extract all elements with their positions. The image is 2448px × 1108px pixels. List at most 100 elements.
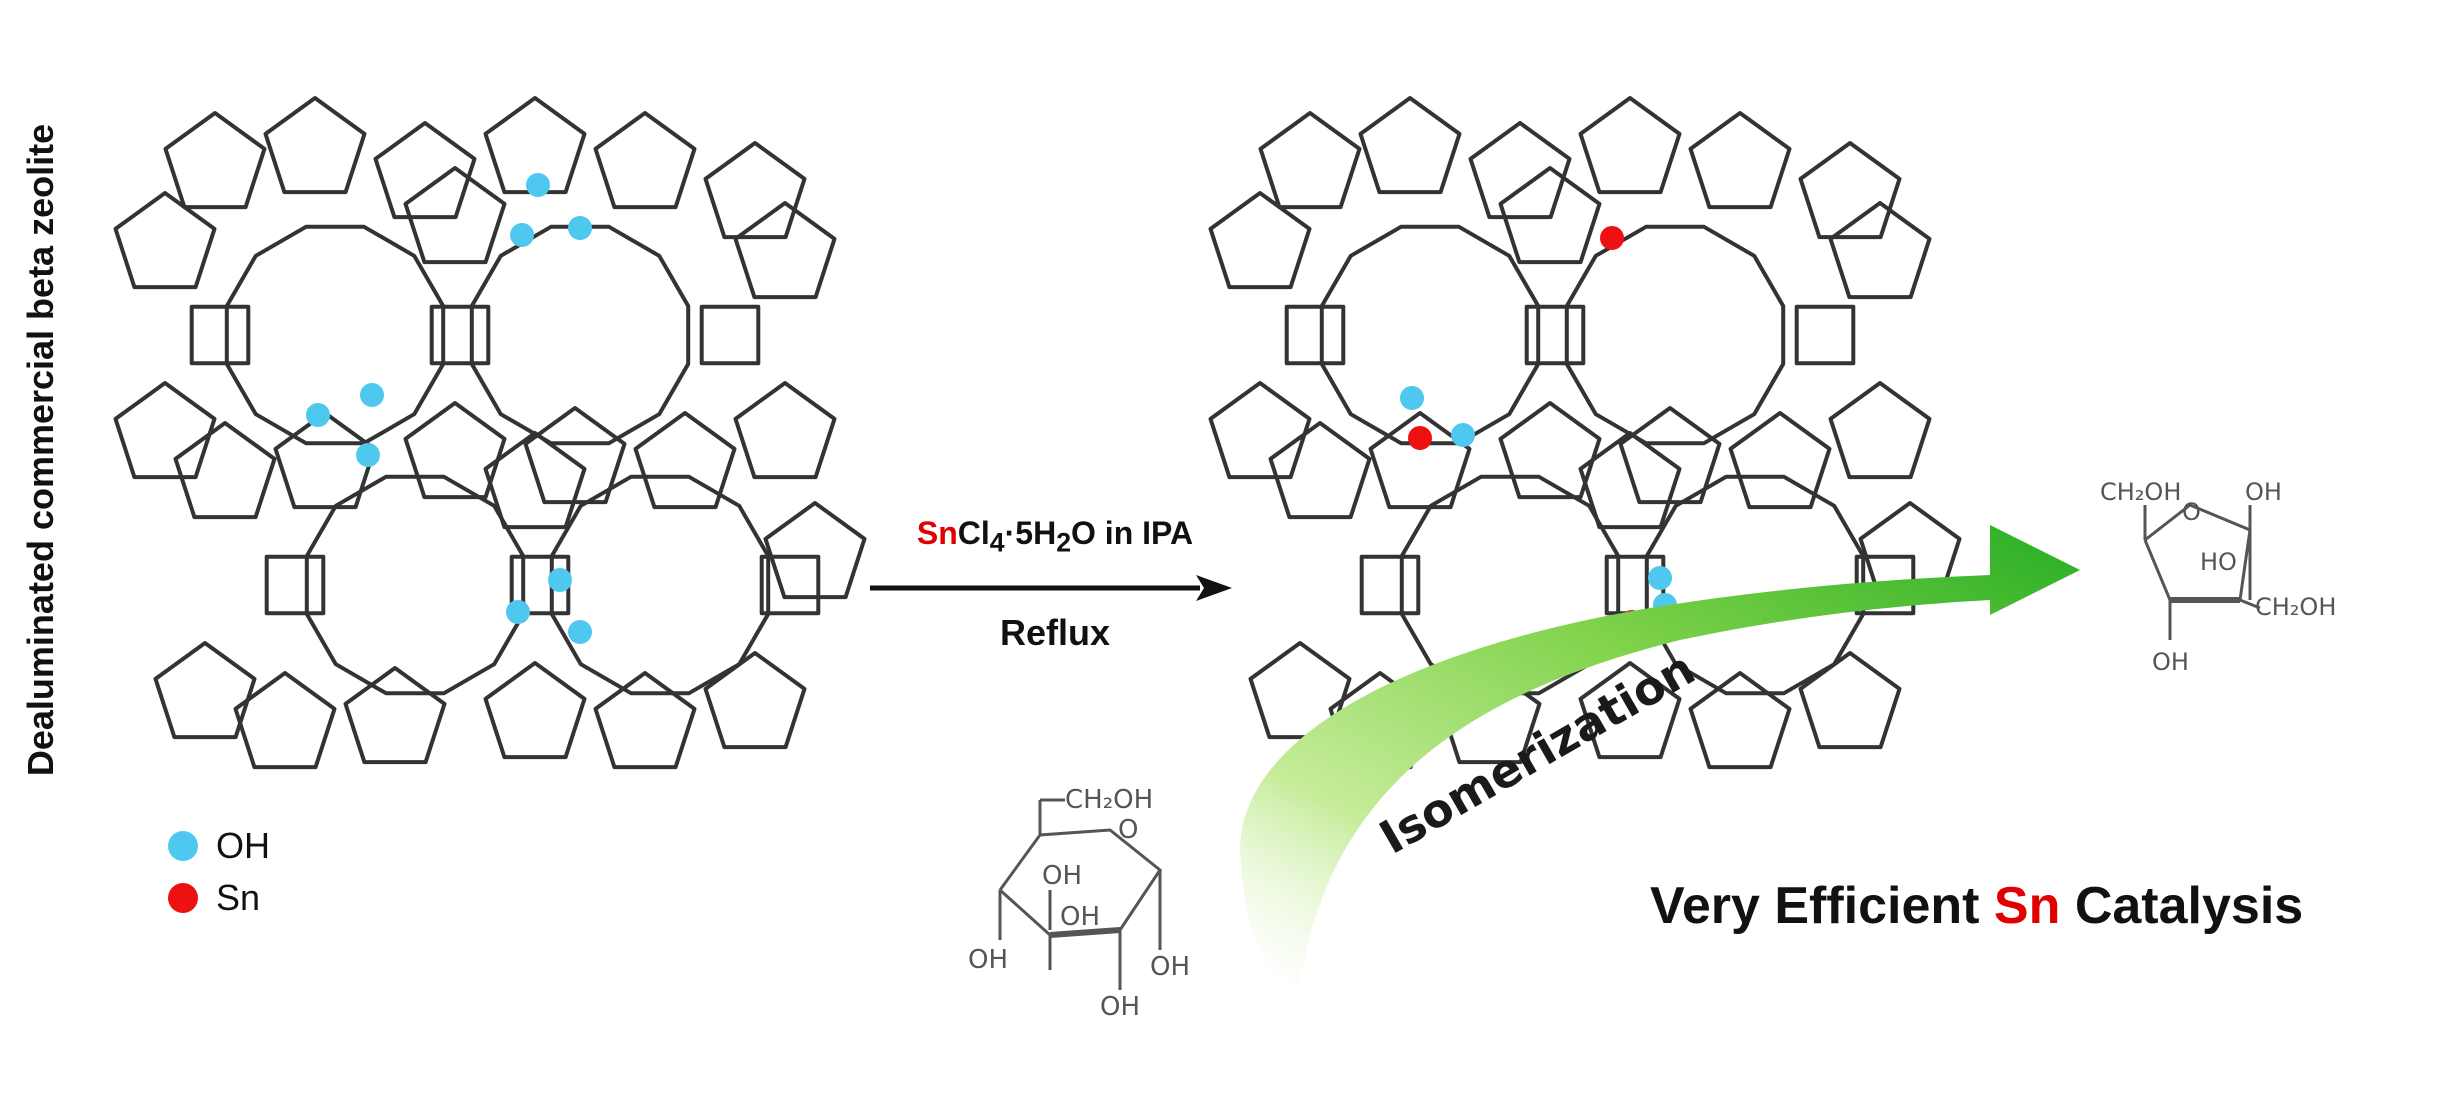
- oh-site: [510, 223, 534, 247]
- reagent-part: Cl: [957, 515, 990, 551]
- framework-5-ring: [1688, 111, 1792, 210]
- framework-5-ring: [1468, 121, 1572, 220]
- framework-before: [113, 96, 867, 770]
- framework-5-ring: [403, 401, 507, 500]
- framework-5-ring: [163, 111, 267, 210]
- fructose-ho-label: HO: [2200, 548, 2237, 576]
- glucose-oh-label: OH: [968, 945, 1008, 975]
- framework-5-ring: [733, 201, 837, 300]
- glucose-oh-label: OH: [1150, 952, 1190, 982]
- framework-5-ring: [173, 421, 277, 520]
- fructose-ch2oh-label: CH₂OH: [2100, 478, 2181, 506]
- oh-site: [1400, 386, 1424, 410]
- legend-label-sn: Sn: [216, 877, 261, 918]
- fructose-oh-label: OH: [2152, 648, 2189, 676]
- fructose-structure: [2143, 503, 2261, 640]
- framework-5-ring: [113, 381, 217, 480]
- framework-5-ring: [1828, 201, 1932, 300]
- oh-legend-dot: [168, 831, 198, 861]
- reagent-label: SnCl4·5H2O in IPA: [860, 515, 1250, 558]
- sn-site: [1408, 426, 1432, 450]
- framework-4-ring: [699, 304, 761, 366]
- framework-4-ring: [1854, 554, 1916, 616]
- framework-5-ring: [403, 166, 507, 265]
- framework-5-ring: [1208, 191, 1312, 290]
- glucose-structure: [998, 798, 1163, 990]
- oh-site: [568, 216, 592, 240]
- framework-4-ring: [264, 554, 326, 616]
- framework-5-ring: [1498, 401, 1602, 500]
- framework-12-ring: [304, 474, 526, 696]
- framework-5-ring: [1248, 641, 1352, 740]
- framework-4-ring: [1794, 304, 1856, 366]
- framework-5-ring: [523, 406, 627, 505]
- framework-5-ring: [703, 141, 807, 240]
- glucose-ch2oh-label: CH₂OH: [1065, 785, 1153, 815]
- framework-5-ring: [1828, 381, 1932, 480]
- framework-5-ring: [1578, 661, 1682, 760]
- framework-5-ring: [1798, 141, 1902, 240]
- legend-item-oh: OH: [168, 820, 270, 872]
- reagent-subscript: 4: [989, 527, 1005, 558]
- glucose-ring-oxygen-label: O: [1118, 815, 1138, 845]
- framework-5-ring: [233, 671, 337, 770]
- headline-text: Catalysis: [2060, 877, 2304, 935]
- framework-5-ring: [483, 661, 587, 760]
- sn-site: [1600, 226, 1624, 250]
- framework-5-ring: [153, 641, 257, 740]
- fructose-oh-label: OH: [2245, 478, 2282, 506]
- headline-text: Very Efficient: [1650, 877, 1994, 935]
- oh-site: [356, 443, 380, 467]
- framework-5-ring: [593, 671, 697, 770]
- fructose-ring-oxygen-label: O: [2182, 498, 2201, 526]
- legend-item-sn: Sn: [168, 872, 270, 924]
- framework-after: [1208, 96, 1962, 770]
- fructose-labels: CH₂OH O OH HO CH₂OH OH: [2100, 478, 2336, 676]
- framework-5-ring: [1578, 96, 1682, 195]
- framework-5-ring: [733, 381, 837, 480]
- framework-5-ring: [1258, 111, 1362, 210]
- oh-site: [1451, 423, 1475, 447]
- framework-12-ring: [549, 474, 771, 696]
- oh-site: [568, 620, 592, 644]
- glucose-oh-label: OH: [1060, 902, 1100, 932]
- headline: Very Efficient Sn Catalysis: [1650, 876, 2420, 936]
- framework-4-ring: [189, 304, 251, 366]
- headline-metal: Sn: [1993, 877, 2061, 935]
- oh-site: [526, 173, 550, 197]
- legend: OH Sn: [168, 820, 270, 924]
- framework-5-ring: [113, 191, 217, 290]
- reaction-condition: Reflux: [999, 612, 1111, 653]
- glucose-labels: CH₂OH O OH OH OH OH OH: [968, 785, 1190, 1022]
- oh-site: [1648, 566, 1672, 590]
- framework-12-ring: [1319, 224, 1541, 446]
- fructose-ch2oh-label: CH₂OH: [2255, 593, 2336, 621]
- framework-5-ring: [343, 666, 447, 765]
- framework-4-ring: [759, 554, 821, 616]
- framework-5-ring: [1618, 406, 1722, 505]
- framework-4-ring: [1359, 554, 1421, 616]
- reagent-part: O in IPA: [1071, 515, 1194, 551]
- framework-5-ring: [373, 121, 477, 220]
- sn-legend-dot: [168, 883, 198, 913]
- glucose-oh-label: OH: [1042, 861, 1082, 891]
- framework-4-ring: [1284, 304, 1346, 366]
- framework-5-ring: [263, 96, 367, 195]
- framework-5-ring: [483, 431, 587, 530]
- framework-5-ring: [1578, 431, 1682, 530]
- framework-5-ring: [1688, 671, 1792, 770]
- oh-site: [548, 568, 572, 592]
- oh-site: [506, 600, 530, 624]
- legend-label-oh: OH: [216, 825, 270, 866]
- reaction-arrow: [870, 575, 1232, 601]
- framework-5-ring: [1358, 96, 1462, 195]
- oh-site: [360, 383, 384, 407]
- framework-5-ring: [633, 411, 737, 510]
- framework-5-ring: [1268, 421, 1372, 520]
- framework-5-ring: [1208, 381, 1312, 480]
- side-title: Dealuminated commercial beta zeolite: [20, 123, 61, 777]
- framework-5-ring: [1798, 651, 1902, 750]
- oh-site: [306, 403, 330, 427]
- framework-5-ring: [1728, 411, 1832, 510]
